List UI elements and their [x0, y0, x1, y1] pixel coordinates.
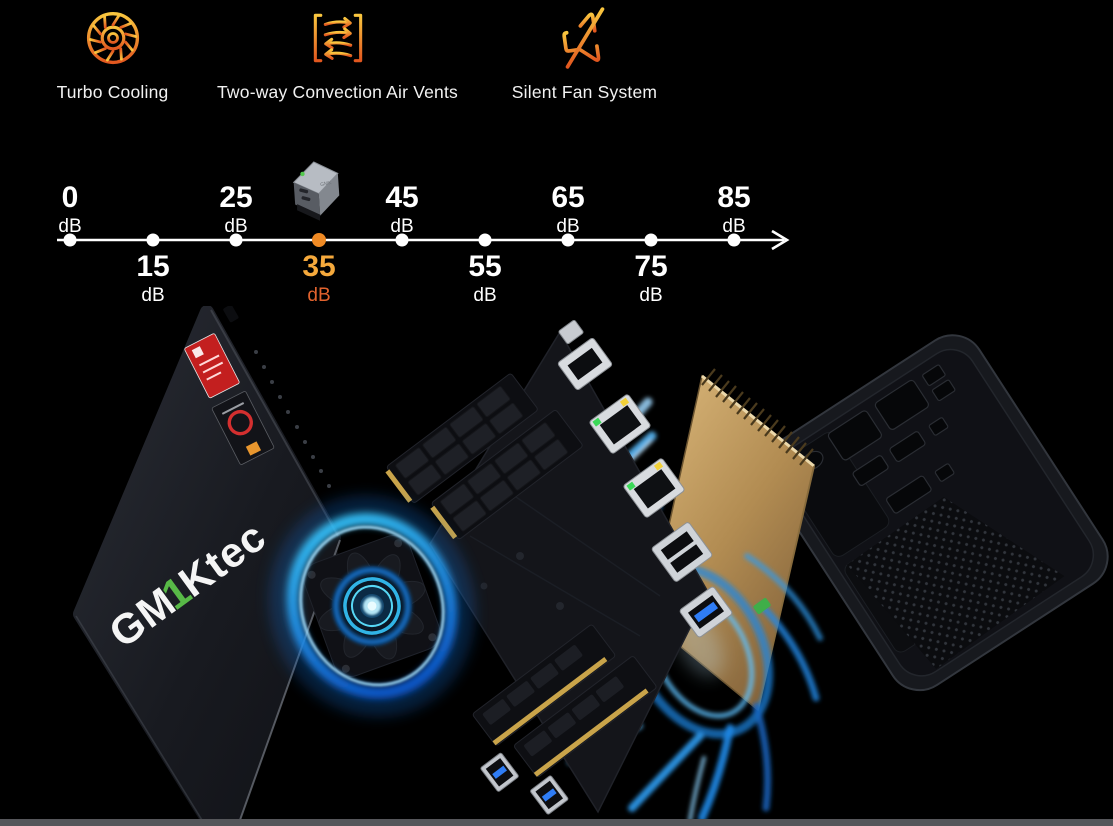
scale-tick-65dB: 65 dB	[523, 181, 613, 237]
tick-unit: dB	[556, 215, 580, 237]
scale-dot-0	[63, 233, 77, 247]
io-port-stack	[557, 319, 771, 638]
feature-label: Turbo Cooling	[56, 82, 169, 102]
tick-unit: dB	[141, 284, 165, 306]
axis-arrow-icon	[771, 229, 790, 251]
svg-text:GMK: GMK	[320, 180, 333, 188]
scale-tick-85dB: 85 dB	[689, 181, 779, 237]
tick-unit: dB	[307, 284, 331, 306]
tick-unit: dB	[473, 284, 497, 306]
scale-tick-25dB: 25 dB	[191, 181, 281, 237]
fan-glow-ring	[271, 498, 473, 714]
scale-dot-15	[146, 233, 160, 247]
scale-tick-55dB: 55 dB	[440, 250, 530, 306]
scale-dot-25	[229, 233, 243, 247]
scale-dot-35-highlight	[312, 233, 326, 247]
rear-case	[763, 334, 1109, 692]
scale-dot-75	[644, 233, 658, 247]
feature-label: Silent Fan System	[511, 82, 658, 102]
tick-value: 75	[634, 250, 668, 283]
tick-value: 45	[385, 181, 419, 214]
exploded-view: GM1Ktec	[73, 306, 1109, 826]
turbo-cooling-fan-icon	[30, 6, 195, 70]
ethernet-port	[589, 394, 651, 454]
tick-value: 55	[468, 250, 502, 283]
top-cover: GM1Ktec	[73, 306, 341, 826]
tick-unit: dB	[224, 215, 248, 237]
turbo-cooling-fan-icon-svg	[86, 11, 139, 65]
rear-port-cutouts	[801, 364, 956, 514]
convection-air-vents-icon-svg	[313, 13, 362, 63]
memory-modules-lower	[472, 624, 657, 815]
tick-unit: dB	[722, 215, 746, 237]
scale-dot-65	[561, 233, 575, 247]
scale-dot-55	[478, 233, 492, 247]
tick-unit: dB	[390, 215, 414, 237]
feature-turbo-cooling: Turbo Cooling	[30, 6, 195, 103]
scale-tick-75dB: 75 dB	[606, 250, 696, 306]
scale-tick-45dB: 45 dB	[357, 181, 447, 237]
tick-value: 25	[219, 181, 253, 214]
amd-radeon-sticker	[184, 333, 240, 399]
bottom-bar	[0, 819, 1113, 826]
front-usb-ports	[480, 752, 569, 815]
tick-unit: dB	[639, 284, 663, 306]
ethernet-port	[623, 458, 685, 518]
usb-port-double	[651, 522, 713, 582]
scale-dot-45	[395, 233, 409, 247]
mini-pc-thumbnail-svg: GMK	[292, 161, 340, 221]
feature-air-vents: Two-way Convection Air Vents	[195, 6, 480, 103]
muted-speaker-icon	[492, 6, 677, 70]
amd-ryzen-sticker	[211, 391, 275, 465]
heatsink-fins	[701, 368, 814, 466]
tick-value: 65	[551, 181, 585, 214]
scale-dot-85	[727, 233, 741, 247]
muted-speaker-icon-svg	[561, 7, 604, 69]
feature-silent-fan: Silent Fan System	[492, 6, 677, 103]
tick-value: 0	[61, 181, 79, 214]
cover-vent-holes	[254, 350, 331, 488]
cooling-fan	[271, 498, 473, 714]
scale-tick-0dB: 0 dB	[25, 181, 115, 237]
scale-tick-15dB: 15 dB	[108, 250, 198, 306]
memory-modules-upper	[385, 373, 583, 540]
tick-unit: dB	[58, 215, 82, 237]
usb3-port-blue	[679, 586, 733, 638]
mini-pc-thumbnail: GMK	[283, 155, 349, 228]
tick-value: 15	[136, 250, 170, 283]
feature-label: Two-way Convection Air Vents	[217, 82, 458, 102]
convection-air-vents-icon	[195, 6, 480, 70]
scale-tick-35dB-highlight: 35 dB	[274, 250, 364, 306]
tick-value: 85	[717, 181, 751, 214]
decibel-axis	[57, 229, 790, 251]
tick-value: 35	[302, 250, 336, 283]
